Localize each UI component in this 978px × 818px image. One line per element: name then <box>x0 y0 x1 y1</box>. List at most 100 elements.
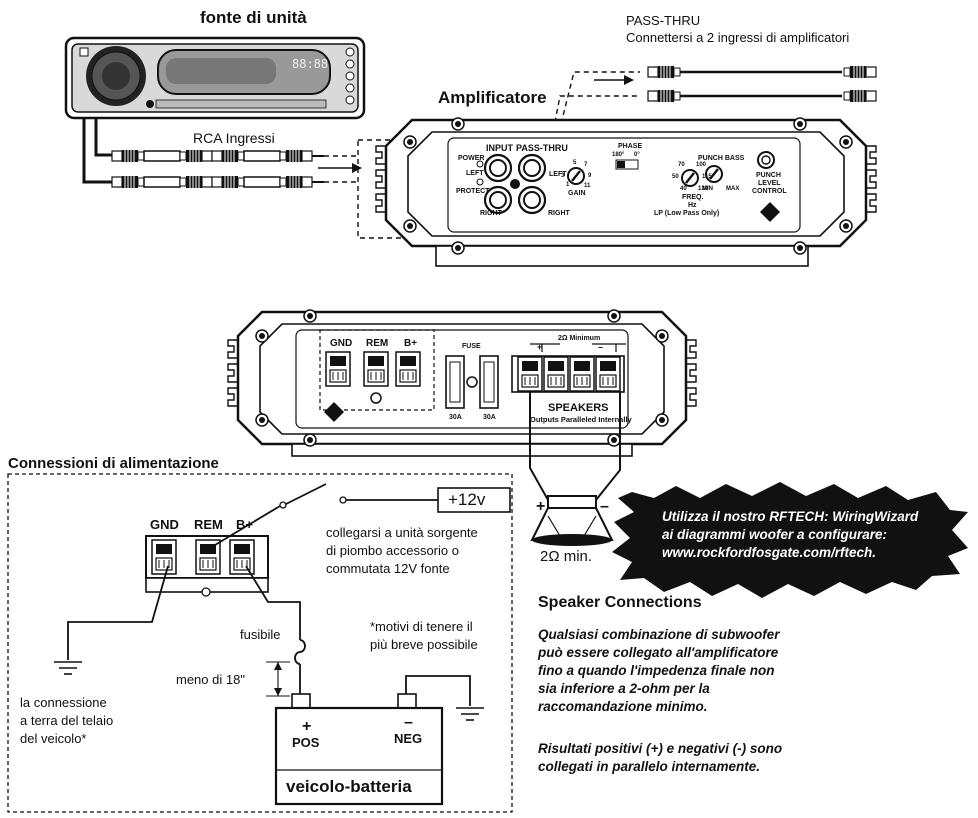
speaker-para1-line1: Qualsiasi combinazione di subwoofer <box>538 627 780 642</box>
amp-phase-label: PHASE <box>618 143 643 150</box>
amp-protect-label: PROTECT <box>456 188 490 195</box>
freq-tick-40: 40 <box>680 186 687 192</box>
speaker-para2-line1: Risultati positivi (+) e negativi (-) so… <box>538 741 783 756</box>
switch-contact-left <box>279 501 287 509</box>
distance-arrow-down <box>274 688 282 696</box>
gain-tick-9: 9 <box>588 173 592 179</box>
speaker-minus-sign: – <box>600 498 609 515</box>
battery-title: veicolo-batteria <box>286 777 412 796</box>
amp-gnd-label: GND <box>330 338 353 349</box>
speaker-para2-line2: collegati in parallelo internamente. <box>538 759 761 774</box>
distance-label: meno di 18" <box>176 672 245 687</box>
power-bplus-label: B+ <box>236 517 253 532</box>
gain-tick-3: 3 <box>561 173 565 179</box>
punch-max-label: MAX <box>726 186 740 192</box>
power-rem-label: REM <box>194 517 223 532</box>
battery-pos-label: POS <box>292 735 320 750</box>
pass-thru-arrows <box>594 75 634 85</box>
speaker-para1-line3: fino a quando l'impedenza finale non <box>538 663 775 678</box>
freq-tick-100: 100 <box>696 162 707 168</box>
head-unit-rca-leads <box>82 118 112 184</box>
amp-right2-label: RIGHT <box>548 210 570 217</box>
outputs-paralleled-label: Outputs Paralleled Internally <box>530 415 632 424</box>
speakers-label: SPEAKERS <box>548 402 609 414</box>
fuse1-rating: 30A <box>449 414 462 421</box>
punch-level-label-3: CONTROL <box>752 188 787 195</box>
head-unit: 88:88 <box>64 36 366 120</box>
power-section-border <box>7 473 513 813</box>
freq-lp-label: LP (Low Pass Only) <box>654 210 720 217</box>
pass-thru-title: PASS-THRU <box>626 13 701 28</box>
amp-power-label: POWER <box>458 155 485 162</box>
ground-symbol-battery <box>455 707 485 721</box>
distance-arrow-up <box>274 662 282 670</box>
speaker-wires <box>529 392 621 501</box>
power-section-title: Connessioni di alimentazione <box>8 455 219 472</box>
battery-neg-sign: – <box>404 714 413 731</box>
speaker-connections-title: Speaker Connections <box>538 594 702 611</box>
min-2ohm-label: 2Ω Minimum <box>558 335 601 342</box>
power-terminal-block <box>145 535 269 597</box>
amp-left2-label: LEFT <box>549 171 567 178</box>
ground-note-2: a terra del telaio <box>20 713 114 728</box>
keep-short-note-2: più breve possibile <box>370 637 478 652</box>
ground-note-3: del veicolo* <box>20 731 87 746</box>
speaker-para1-line4: sia inferiore a 2-ohm per la <box>538 681 710 696</box>
amp-plus-label: + <box>537 342 543 352</box>
head-unit-title: fonte di unità <box>200 8 307 27</box>
v12-label: +12v <box>448 490 486 509</box>
rca-cables-input <box>112 150 324 188</box>
amp-gain-label: GAIN <box>568 190 586 197</box>
amp-bplus-label: B+ <box>404 338 418 349</box>
battery-neg-label: NEG <box>394 731 423 746</box>
freq-hz-label: Hz <box>688 202 697 209</box>
subwoofer <box>530 495 614 546</box>
speaker-para1-line5: raccomandazione minimo. <box>538 699 708 714</box>
freq-tick-130: 130 <box>698 186 709 192</box>
amp-fuse-label: FUSE <box>462 343 481 350</box>
v12-box <box>437 487 511 513</box>
power-gnd-label: GND <box>150 517 179 532</box>
amplifier-title: Amplificatore <box>438 88 547 107</box>
speaker-plus-sign: + <box>536 498 546 515</box>
remote-note-1: collegarsi a unità sorgente <box>326 525 478 540</box>
gain-tick-7: 7 <box>584 162 588 168</box>
punch-min-label: MIN <box>702 186 713 192</box>
rca-cables-pass-thru <box>647 65 877 103</box>
head-unit-display: 88:88 <box>292 57 328 71</box>
speaker-para1-line2: può essere collegato all'amplificatore <box>538 645 779 660</box>
gain-tick-11: 11 <box>584 183 591 189</box>
punch-level-label-1: PUNCH <box>756 172 781 179</box>
battery-pos-sign: + <box>302 718 312 735</box>
amp-right-label: RIGHT <box>480 210 502 217</box>
amp-minus-label: – <box>598 342 604 352</box>
fuse-symbol <box>294 639 306 665</box>
fuse-label: fusibile <box>240 627 281 642</box>
ground-symbol-chassis <box>53 661 83 675</box>
freq-tick-115: 115 <box>702 174 712 180</box>
fuse2-rating: 30A <box>483 414 496 421</box>
speaker-min-label: 2Ω min. <box>540 548 593 565</box>
freq-label: FREQ. <box>682 194 704 201</box>
pass-thru-subtitle: Connettersi a 2 ingressi di amplificator… <box>626 30 850 45</box>
battery <box>274 693 444 806</box>
rca-label: RCA Ingressi <box>193 130 275 146</box>
remote-note-2: di piombo accessorio o <box>326 543 459 558</box>
amplifier-bottom <box>227 309 697 457</box>
amp-pass-thru-label: PASS-THRU <box>516 143 568 153</box>
switch-contact-right <box>339 496 347 504</box>
freq-tick-70: 70 <box>678 162 685 168</box>
amp-left-label: LEFT <box>466 170 484 177</box>
punch-level-label-2: LEVEL <box>758 180 781 187</box>
rftech-callout-link[interactable]: www.rockfordfosgate.com/rftech. <box>662 545 877 560</box>
ground-note-1: la connessione <box>20 695 107 710</box>
phase-180-label: 180° <box>612 152 625 158</box>
phase-0-label: 0° <box>634 152 640 158</box>
rftech-callout-line2: ai diagrammi woofer a configurare: <box>662 527 888 542</box>
power-wiring <box>67 483 471 706</box>
freq-tick-50: 50 <box>672 174 679 180</box>
gain-tick-5: 5 <box>573 160 577 166</box>
signal-arrows <box>318 163 362 173</box>
rftech-callout-line1: Utilizza il nostro RFTECH: WiringWizard <box>662 509 919 524</box>
